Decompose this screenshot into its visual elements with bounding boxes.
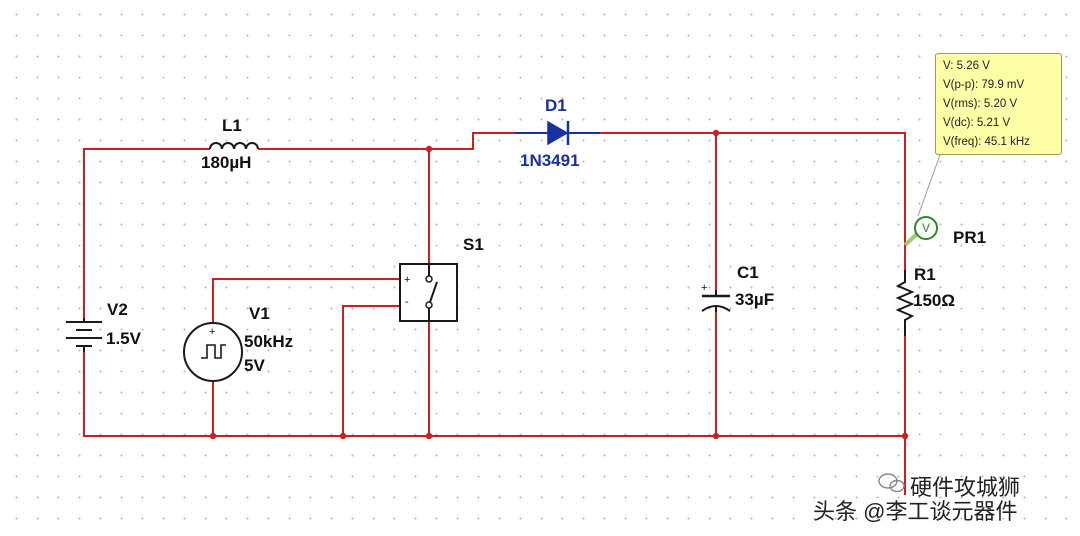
probe-readout-voltage: V: 5.26 V — [943, 60, 990, 72]
probe-readout-dc: V(dc): 5.21 V — [943, 117, 1011, 129]
inductor-l1[interactable]: L1 180µH — [201, 116, 259, 172]
switch-ref: S1 — [463, 235, 484, 254]
capacitor-plus-sign: + — [701, 282, 707, 294]
switch-plus-sign: + — [404, 274, 410, 286]
diode-triangle-icon — [547, 120, 569, 146]
watermark-logo-icon — [878, 473, 905, 493]
probe-circle-icon — [914, 216, 938, 240]
switch-minus-sign: - — [405, 296, 409, 308]
wire-v2-l1 — [83, 148, 210, 318]
junction-dot — [712, 432, 720, 440]
resistor-r1[interactable]: R1 150Ω — [895, 245, 955, 336]
wire-d1-r1 — [600, 132, 906, 245]
junctions — [209, 129, 909, 440]
probe-readout-rms: V(rms): 5.20 V — [943, 98, 1018, 110]
probe-readout-peak-to-peak: V(p-p): 79.9 mV — [943, 79, 1025, 91]
switch-s1[interactable]: + - S1 — [399, 235, 484, 322]
inductor-ref: L1 — [222, 116, 242, 135]
resistor-value: 150Ω — [913, 291, 955, 310]
square-wave-icon — [201, 344, 226, 359]
inductor-value: 180µH — [201, 153, 251, 172]
diode-d1[interactable]: D1 1N3491 — [515, 96, 600, 170]
diode-value: 1N3491 — [520, 151, 580, 170]
battery-ref: V2 — [107, 300, 128, 319]
capacitor-ref: C1 — [737, 263, 759, 282]
probe-readout-frequency: V(freq): 45.1 kHz — [943, 136, 1030, 148]
probe-readout-panel: V: 5.26 V V(p-p): 79.9 mV V(rms): 5.20 V… — [935, 53, 1062, 155]
probe-lead — [903, 231, 920, 247]
resistor-zigzag-icon — [895, 270, 915, 336]
source-frequency: 50kHz — [244, 332, 293, 351]
probe-ref: PR1 — [953, 228, 986, 247]
wire-control-return — [342, 305, 400, 436]
source-circle — [183, 322, 243, 382]
junction-dot — [425, 145, 433, 153]
source-ref: V1 — [249, 304, 270, 323]
diode-ref: D1 — [545, 96, 567, 115]
source-plus-sign: + — [209, 326, 215, 338]
junction-dot — [209, 432, 217, 440]
wire-v1-control — [212, 278, 400, 323]
junction-dot — [339, 432, 347, 440]
battery-value: 1.5V — [106, 329, 142, 348]
switch-contact — [425, 301, 433, 309]
wire-ground-bus — [83, 336, 906, 437]
source-amplitude: 5V — [244, 356, 265, 375]
watermark-brand: 硬件攻城狮 — [910, 475, 1021, 500]
switch-blade-icon — [428, 281, 438, 306]
junction-dot — [901, 432, 909, 440]
switch-contact — [425, 275, 433, 283]
probe-leader-line — [917, 154, 941, 217]
capacitor-c1[interactable]: + C1 33µF — [701, 263, 774, 312]
junction-dot — [712, 129, 720, 137]
junction-dot — [425, 432, 433, 440]
watermark-source: 头条 @李工谈元器件 — [813, 499, 1018, 524]
inductor-coil-icon — [209, 142, 259, 150]
wire-l1-d1 — [258, 132, 515, 150]
capacitor-value: 33µF — [735, 290, 774, 309]
probe-symbol: V — [922, 221, 930, 235]
battery-v2[interactable]: V2 1.5V — [66, 300, 142, 352]
wires — [83, 132, 906, 495]
pulse-source-v1[interactable]: + V1 50kHz 5V — [183, 304, 293, 382]
voltage-probe-pr1[interactable]: V PR1 — [903, 154, 986, 247]
resistor-ref: R1 — [914, 265, 936, 284]
